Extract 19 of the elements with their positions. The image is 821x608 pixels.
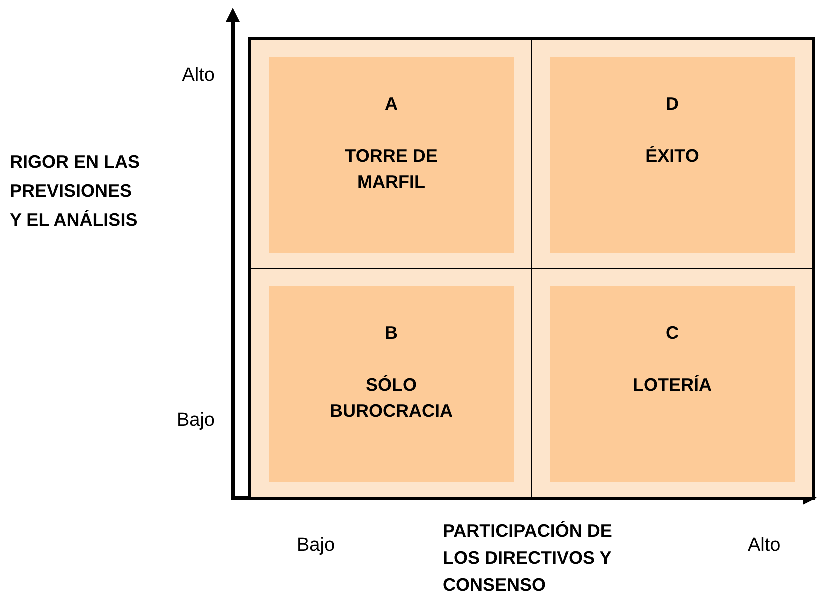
axis-title: RIGOR EN LAS PREVISIONES Y EL ANÁLISIS <box>10 151 142 232</box>
axis-tick-label: Bajo <box>297 534 336 558</box>
axis-tick-label: Alto <box>181 64 215 88</box>
quadrant-title: ÉXITO <box>646 145 700 168</box>
quadrant-letter: A <box>385 93 398 116</box>
quadrant-title: LOTERÍA <box>633 374 712 397</box>
quadrant-box <box>269 57 514 253</box>
axis-tick-label: Alto <box>748 534 781 558</box>
quadrant-box <box>550 57 795 253</box>
quadrant-title: TORRE DE MARFIL <box>344 145 439 194</box>
quadrant-letter: D <box>666 93 679 116</box>
quadrant-title: SÓLO BUROCRACIA <box>329 374 454 423</box>
matrix-grid <box>248 37 815 500</box>
quadrant-letter: C <box>666 322 679 345</box>
axis-title: PARTICIPACIÓN DE LOS DIRECTIVOS Y CONSENSO <box>443 520 614 597</box>
quadrant-letter: B <box>385 322 398 345</box>
quadrant-box <box>269 286 514 482</box>
axis-tick-label: Bajo <box>176 409 215 433</box>
quadrant-box <box>550 286 795 482</box>
